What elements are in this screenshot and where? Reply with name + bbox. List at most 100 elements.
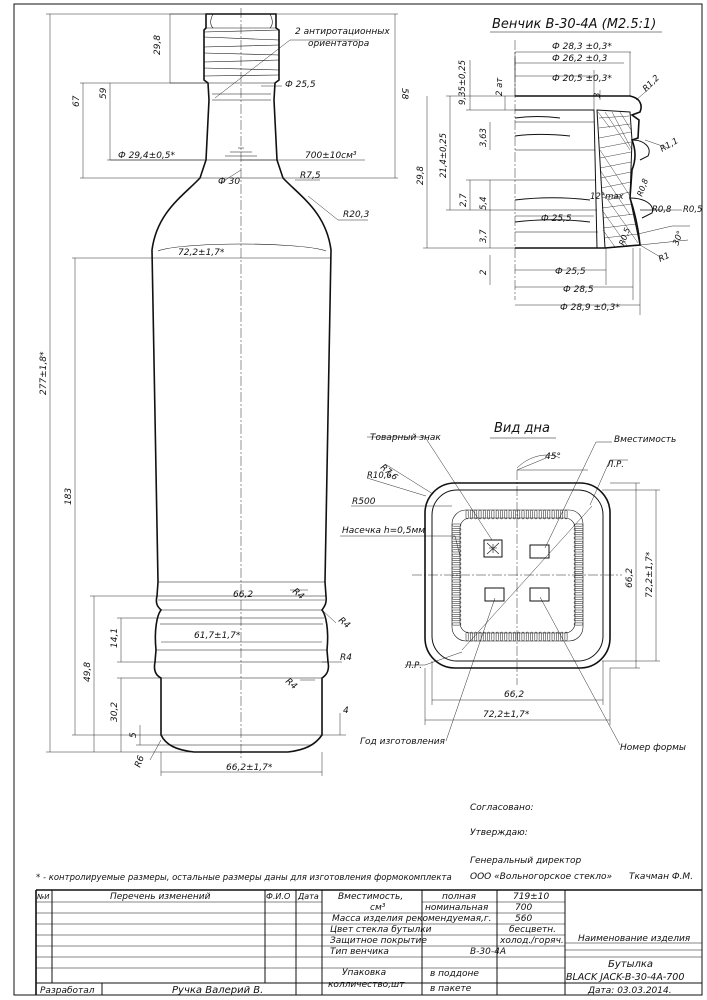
height-183: 183 [64, 488, 74, 505]
dim-14-1: 14,1 [110, 628, 120, 648]
bottom-title: Вид дна [494, 421, 550, 436]
notch [525, 631, 529, 642]
notch [517, 509, 521, 520]
neck-h-2-a: 2 ат [495, 77, 505, 96]
notch [451, 583, 462, 587]
neck-r-0-5-b: R0,5 [617, 226, 632, 246]
width-72-2: 72,2±1,7* [178, 248, 225, 258]
notch [482, 509, 486, 520]
tb-packing-label: Упаковка [342, 968, 386, 978]
notch-label: Насечка h=0,5мм [342, 526, 425, 536]
title-block: №И Перечень изменений Ф.И.О Дата Вместим… [35, 889, 702, 996]
tb-full: полная [442, 892, 477, 902]
neck-h-29-8: 29,8 [416, 165, 426, 185]
tb-developer-name: Ручка Валерий В. [172, 985, 263, 996]
neck-section-hatch [596, 109, 641, 249]
notch [451, 528, 462, 531]
notch [500, 631, 503, 642]
notch [451, 553, 462, 557]
neck-dia-28-5: Ф 28,5 [563, 285, 594, 295]
notch [534, 509, 538, 520]
notch [573, 605, 584, 609]
notch [513, 509, 516, 520]
neck-detail-view: Венчик В-30-4А (М2.5:1) [423, 17, 690, 315]
notch [470, 631, 473, 642]
neck-r-1: R1 [657, 251, 671, 265]
notch [451, 549, 462, 553]
tb-nominal: номинальная [425, 903, 489, 913]
radius-4-d: R4 [283, 677, 299, 693]
dim-29-8: 29,8 [153, 35, 163, 55]
bottle-outline [151, 13, 332, 753]
neck-h-3-63: 3,63 [479, 128, 489, 147]
notch [465, 509, 469, 520]
tb-col-fio: Ф.И.О [266, 892, 290, 901]
notch [521, 509, 525, 520]
bottom-view: Вид дна [340, 421, 660, 746]
width-61-7: 61,7±1,7* [194, 631, 241, 641]
notch [474, 509, 478, 520]
notch [573, 571, 584, 574]
agreed-label: Согласовано: [470, 803, 533, 813]
bottom-dimensions: Товарный знак Вместимость R7,6 R10,6 R50… [342, 433, 686, 753]
notch [451, 536, 462, 540]
notch [491, 509, 495, 520]
height-277: 277±1,8* [39, 351, 49, 395]
director-title: Генеральный директор [470, 856, 581, 866]
bottom-dim-72-2-v: 72,2±1,7* [645, 551, 655, 598]
radius-6: R6 [133, 754, 147, 769]
notch [530, 509, 533, 520]
notch [538, 631, 542, 642]
radius-10-6: R10,6 [367, 471, 392, 481]
radius-4-c: R4 [340, 653, 352, 663]
neck-dimensions: Ф 28,3 ±0,3* Ф 26,2 ±0,3 Ф 20,5 ±0,3* 9,… [416, 42, 702, 313]
notch [525, 509, 529, 520]
notch [495, 631, 499, 642]
notch [504, 631, 508, 642]
capacity-label: Вместимость [614, 435, 676, 445]
notch [508, 631, 512, 642]
notch [551, 509, 555, 520]
neck-r-1-2: R1,2 [641, 73, 662, 94]
notch [451, 622, 462, 626]
radius-4-b: R4 [336, 616, 352, 632]
orientators-note-2: ориентатора [308, 39, 369, 49]
bottom-dim-66-2-h: 66,2 [504, 690, 524, 700]
tb-package: в пакете [430, 984, 472, 994]
dim-58: 58 [399, 88, 409, 100]
notch [560, 509, 564, 520]
notch [573, 562, 584, 566]
parting-line-bottom: Л.Р. [404, 661, 422, 671]
notch [451, 618, 462, 622]
dim-5: 5 [129, 732, 139, 738]
neck-r-0-8-a: R0,8 [635, 177, 650, 197]
notch [564, 509, 568, 520]
notch [573, 614, 584, 617]
notch [451, 532, 462, 536]
neck-h-5-4: 5,4 [479, 196, 489, 210]
tb-product-code: BLACK JACK-В-30-4А-700 [566, 972, 684, 983]
neck-dia-20-5: Ф 20,5 ±0,3* [552, 74, 612, 84]
notch [543, 631, 546, 642]
tb-color-value: бесцветн. [509, 925, 556, 935]
notch [551, 631, 555, 642]
neck-h-2-7: 2,7 [459, 193, 469, 207]
notch [451, 571, 462, 574]
dim-49-8: 49,8 [83, 662, 93, 682]
notch [474, 631, 478, 642]
parting-line-top: Л.Р. [606, 460, 624, 470]
notch [573, 575, 584, 579]
neck-h-9-35: 9,35±0,25 [458, 60, 468, 105]
dia-29-4: Ф 29,4±0,5* [118, 151, 176, 161]
mold-number-label: Номер формы [620, 743, 686, 753]
notch [530, 631, 533, 642]
tb-full-value: 719±10 [513, 892, 549, 902]
notch [451, 558, 462, 561]
notch [573, 528, 584, 531]
notch [500, 509, 503, 520]
width-66-2: 66,2 [233, 590, 253, 600]
notch [547, 509, 551, 520]
tb-packing-sub: колличество,шт [328, 980, 405, 990]
notch [573, 596, 584, 600]
notch [508, 509, 512, 520]
